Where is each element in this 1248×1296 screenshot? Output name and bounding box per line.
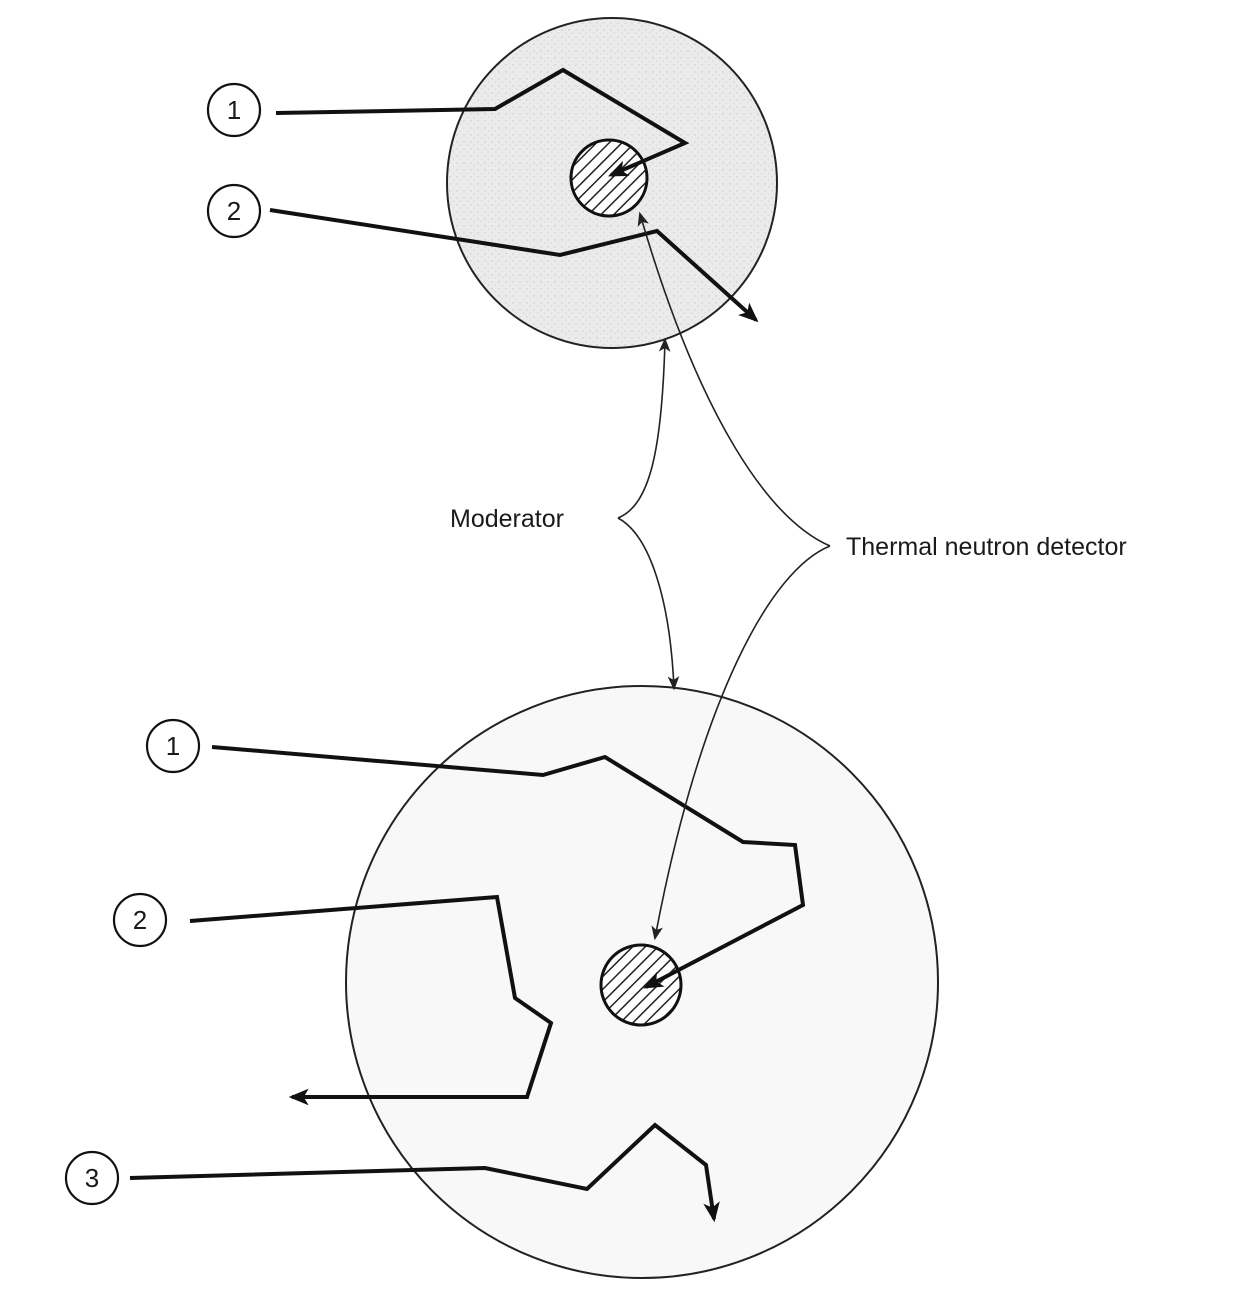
moderator-callout: Moderator [450,337,680,691]
large-moderator-group: 1 2 3 [64,685,939,1279]
bottom-path-label-3: 3 [64,1150,120,1206]
moderator-leader-up [617,337,671,519]
small-moderator-group: 1 2 [206,17,778,349]
detector-leader-down [651,545,831,941]
moderator-leader-down [617,517,680,691]
bottom-neutron-path-3 [129,1122,720,1223]
bottom-path-number-2: 2 [133,905,147,935]
top-path-number-1: 1 [227,95,241,125]
bottom-path-label-2: 2 [112,892,168,948]
bottom-path-number-3: 3 [85,1163,99,1193]
top-neutron-path-2 [269,208,759,323]
bottom-neutron-path-2 [189,894,554,1106]
detector-leader-up [637,211,831,547]
top-path-number-2: 2 [227,196,241,226]
small-detector [569,138,649,218]
large-detector [599,943,683,1027]
top-neutron-path-1 [275,67,690,177]
top-path-label-1: 1 [206,82,262,138]
bottom-neutron-path-1 [211,745,806,989]
bottom-path-number-1: 1 [166,731,180,761]
top-path-label-2: 2 [206,183,262,239]
moderator-label: Moderator [450,505,564,533]
bottom-path-label-1: 1 [145,718,201,774]
detector-label: Thermal neutron detector [846,533,1127,561]
detector-callout: Thermal neutron detector [637,211,1127,941]
